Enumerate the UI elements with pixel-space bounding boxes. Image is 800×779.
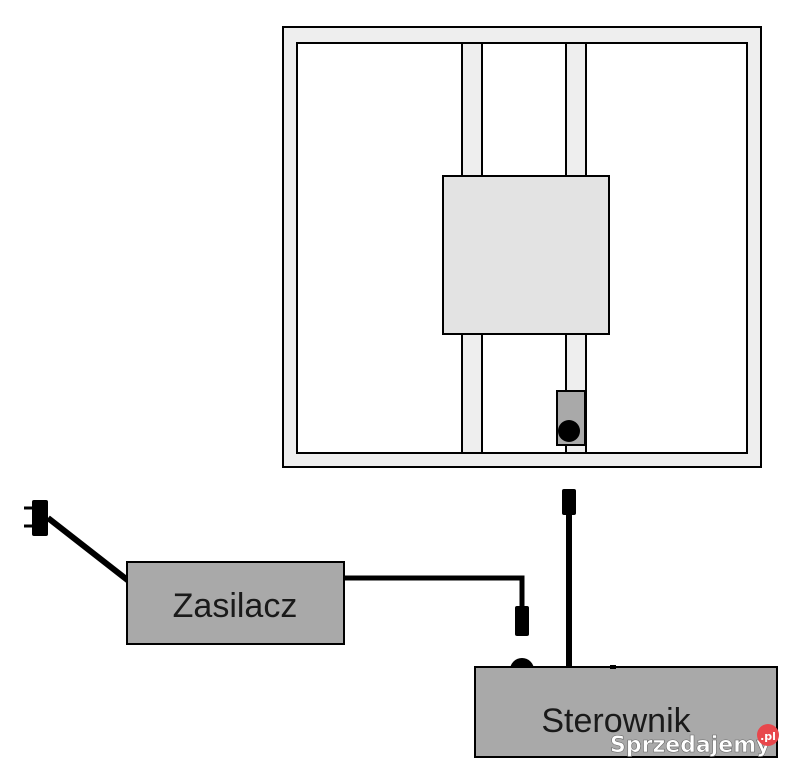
watermark: Sprzedajemy .pl: [610, 724, 779, 758]
sensor-dot: [558, 420, 580, 442]
controller: Sterownik: [474, 665, 778, 758]
power-cable-line: [344, 575, 525, 610]
watermark-badge-text: .pl: [760, 730, 776, 743]
power-supply-label: Zasilacz: [173, 587, 298, 625]
sensor-unit: [556, 390, 586, 446]
power-supply-box: [126, 561, 345, 645]
mains-plug: [24, 500, 132, 585]
power-supply: Zasilacz: [126, 561, 345, 645]
watermark-text: Sprzedajemy: [610, 733, 771, 758]
controller-box: [474, 666, 778, 758]
window-frame: [282, 26, 762, 468]
frame-cable: [562, 489, 576, 668]
controller-label: Sterownik: [541, 702, 691, 740]
watermark-badge: [757, 724, 779, 746]
mains-cable: [46, 515, 132, 585]
power-cable-connector: [515, 606, 529, 636]
frame-cable-connector: [562, 489, 576, 515]
moving-panel: [442, 175, 610, 335]
plug-body: [32, 500, 48, 536]
